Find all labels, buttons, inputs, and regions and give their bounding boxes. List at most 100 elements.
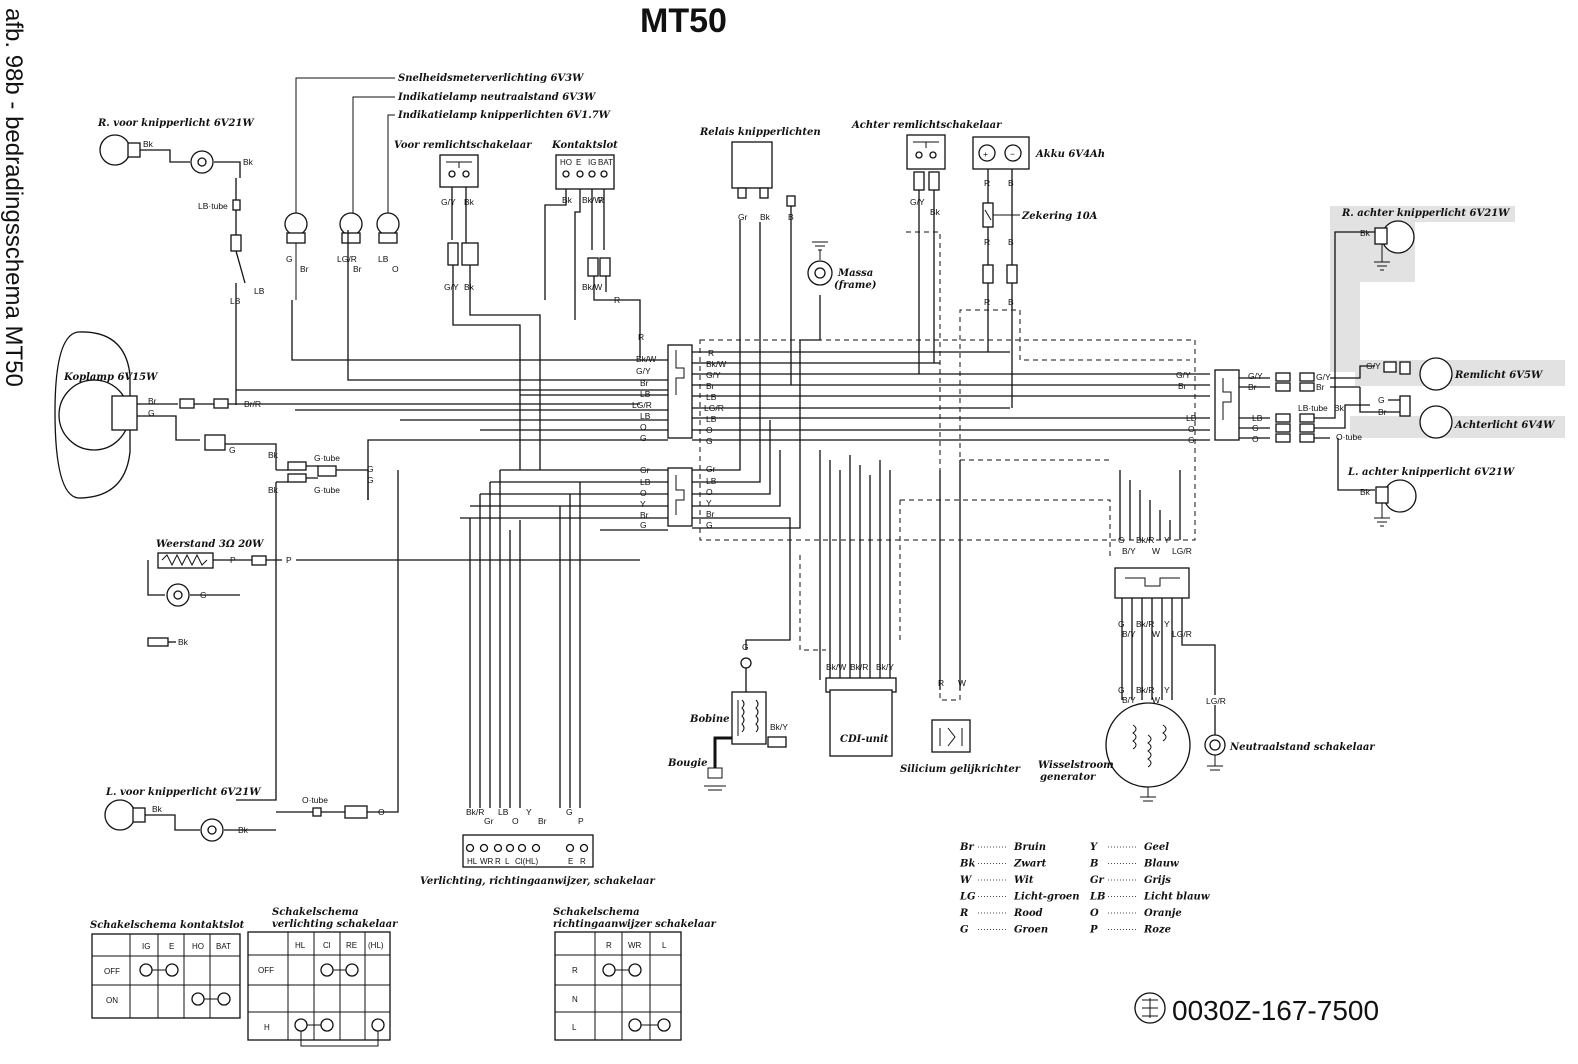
svg-text:H: H <box>264 1023 270 1032</box>
svg-text:Bk/R: Bk/R <box>466 807 484 817</box>
svg-text:P: P <box>578 816 584 826</box>
tail-light-bulb <box>1419 405 1453 439</box>
svg-text:Bk/W: Bk/W <box>706 359 726 369</box>
svg-text:G: G <box>286 254 293 264</box>
svg-text:HL: HL <box>467 857 478 866</box>
svg-text:Bk/W: Bk/W <box>582 282 602 292</box>
rear-lights: R. achter knipperlicht 6V21W Bk G/Y Br L… <box>1176 206 1565 527</box>
svg-text:N: N <box>572 995 578 1004</box>
svg-text:Bk: Bk <box>268 485 279 495</box>
svg-text:LB: LB <box>640 411 651 421</box>
legend-name: Roze <box>1143 925 1171 936</box>
svg-text:Schakelschema: Schakelschema <box>553 907 640 918</box>
svg-text:IG: IG <box>142 942 150 951</box>
svg-text:LB: LB <box>706 392 717 402</box>
svg-text:LB: LB <box>498 807 509 817</box>
legend-name: Rood <box>1013 908 1043 919</box>
svg-text:LB: LB <box>640 389 651 399</box>
svg-text:R: R <box>606 941 612 950</box>
svg-text:G/Y: G/Y <box>1366 361 1381 371</box>
svg-text:G: G <box>706 520 713 530</box>
label-front-brake-switch: Voor remlichtschakelaar <box>394 140 532 151</box>
svg-text:LG/R: LG/R <box>1172 546 1192 556</box>
svg-text:G/Y: G/Y <box>910 197 925 207</box>
table-ignition-title: Schakelschema kontaktslot <box>90 920 245 931</box>
front-brake-switch-body <box>439 154 479 188</box>
flasher-relay-body <box>731 141 773 189</box>
center-bus: R Bk/W G/Y Br LB LG/R LB O G Gr LB O Y B… <box>692 220 1210 560</box>
speedo-light-bulb <box>284 212 308 236</box>
svg-text:G/Y: G/Y <box>444 282 459 292</box>
svg-text:G: G <box>566 807 573 817</box>
rectifier-body <box>931 719 971 753</box>
ac-generator: Wisselstroom generator <box>1038 702 1191 802</box>
svg-text:Br: Br <box>353 264 362 274</box>
brake-light-bulb <box>1419 357 1453 391</box>
label-lr-turn: L. achter knipperlicht 6V21W <box>1347 467 1516 478</box>
svg-text:HL: HL <box>295 941 306 950</box>
label-speedo-light: Snelheidsmeterverlichting 6V3W <box>398 73 585 84</box>
svg-text:Br: Br <box>148 396 157 406</box>
label-brake-light: Remlicht 6V5W <box>1454 370 1544 381</box>
svg-text:R: R <box>614 295 620 305</box>
label-ground-frame: (frame) <box>834 280 877 291</box>
svg-text:LB: LB <box>1186 413 1197 423</box>
legend-code: B <box>1089 859 1098 870</box>
svg-text:Br: Br <box>706 381 715 391</box>
svg-text:BAT: BAT <box>598 158 613 167</box>
svg-text:−: − <box>1010 149 1015 159</box>
label-rectifier: Silicium gelijkrichter <box>900 764 1021 775</box>
legend-name: Licht-groen <box>1013 892 1080 903</box>
indicator-bulbs: G Br LG/R Br LB O <box>284 212 400 274</box>
svg-text:O: O <box>1188 424 1195 434</box>
svg-text:L: L <box>572 1023 577 1032</box>
legend-code: Bk <box>959 859 975 870</box>
cdi-unit: CDI-unit <box>799 500 901 757</box>
svg-text:O: O <box>1252 434 1259 444</box>
svg-text:Bk: Bk <box>268 450 279 460</box>
svg-text:O·tube: O·tube <box>1336 432 1362 442</box>
spare-connector <box>147 637 169 647</box>
svg-text:G: G <box>367 475 374 485</box>
svg-text:LB: LB <box>1252 413 1263 423</box>
svg-text:Bk/R: Bk/R <box>1136 685 1154 695</box>
label-flasher-relay: Relais knipperlichten <box>699 127 821 138</box>
ignition-coil-body <box>731 691 767 745</box>
neutral-switch: Neutraalstand schakelaar <box>1204 705 1375 771</box>
svg-text:G/Y: G/Y <box>1316 372 1331 382</box>
svg-text:Br: Br <box>706 509 715 519</box>
svg-text:verlichting schakelaar: verlichting schakelaar <box>272 919 398 930</box>
svg-text:Bk/R: Bk/R <box>850 662 868 672</box>
svg-text:LB·tube: LB·tube <box>198 201 228 211</box>
svg-text:LG/R: LG/R <box>1206 696 1226 706</box>
svg-text:Bk: Bk <box>238 825 249 835</box>
svg-text:Bk: Bk <box>562 195 573 205</box>
svg-text:LB: LB <box>254 286 265 296</box>
svg-text:Br: Br <box>640 510 649 520</box>
rear-connector <box>1214 369 1240 441</box>
label-handlebar-switch: Verlichting, richtingaanwijzer, schakela… <box>420 876 655 887</box>
svg-text:L: L <box>505 857 510 866</box>
svg-text:Br: Br <box>1248 382 1257 392</box>
svg-text:G: G <box>1252 423 1259 433</box>
svg-text:O·tube: O·tube <box>302 795 328 805</box>
ignition-switch: Kontaktslot HO E IG BAT Bk Bk/W R Bk/W R… <box>544 140 644 358</box>
svg-text:Bk/W: Bk/W <box>826 662 846 672</box>
svg-text:Br: Br <box>300 264 309 274</box>
svg-text:Bk: Bk <box>178 637 189 647</box>
legend-name: Wit <box>1014 875 1034 886</box>
svg-text:HO: HO <box>560 158 572 167</box>
diagram-title: MT50 <box>640 2 727 40</box>
legend-name: Bruin <box>1013 842 1046 853</box>
main-connector-left: Bk/W G/Y Br LB LG/R LB O G Gr LB O Y Br … <box>236 230 693 808</box>
svg-text:LB: LB <box>230 296 241 306</box>
svg-text:B: B <box>1008 237 1014 247</box>
svg-text:G: G <box>1118 685 1125 695</box>
svg-text:LB: LB <box>706 414 717 424</box>
svg-text:O: O <box>640 422 647 432</box>
svg-text:Cl: Cl <box>323 941 331 950</box>
svg-text:richtingaanwijzer schakelaar: richtingaanwijzer schakelaar <box>553 919 717 930</box>
